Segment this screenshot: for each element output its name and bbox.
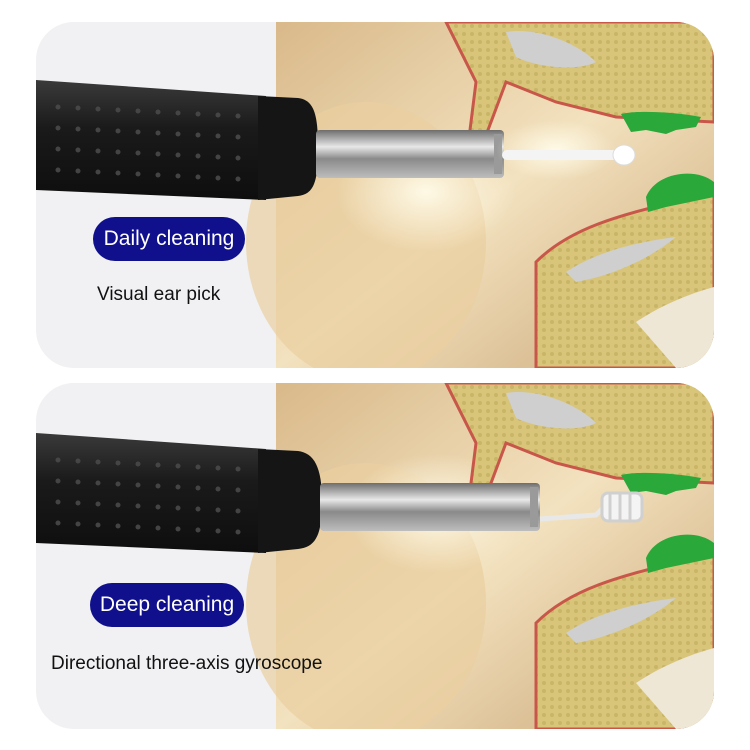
panel-daily-cleaning: Daily cleaning Visual ear pick — [36, 22, 714, 368]
earwax-lower — [646, 534, 714, 573]
handle-grip — [36, 433, 266, 553]
ear-pick-illustration — [36, 383, 714, 729]
handle-collar — [258, 96, 318, 200]
mode-badge-daily: Daily cleaning — [93, 217, 245, 261]
earwax-lower — [646, 173, 714, 212]
probe-tube — [316, 130, 504, 178]
ear-spoon-tip — [502, 150, 620, 160]
mode-badge-deep: Deep cleaning — [90, 583, 244, 627]
earwax-upper — [621, 111, 701, 134]
probe-tube — [320, 483, 540, 531]
earwax-upper — [621, 472, 701, 495]
caption-gyroscope: Directional three-axis gyroscope — [51, 653, 323, 674]
handle-collar — [258, 449, 322, 553]
ear-pick-illustration — [36, 22, 714, 368]
caption-visual-ear-pick: Visual ear pick — [97, 284, 221, 305]
panel-deep-cleaning: Deep cleaning Directional three-axis gyr… — [36, 383, 714, 729]
handle-grip — [36, 80, 266, 200]
